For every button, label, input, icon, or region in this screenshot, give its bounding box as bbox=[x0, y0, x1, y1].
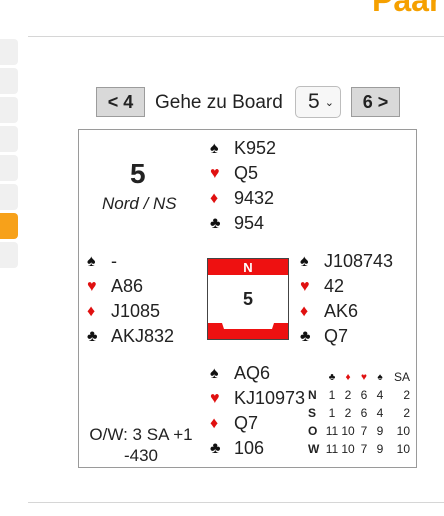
seat-label: N bbox=[308, 388, 317, 402]
diamond-icon: ♦ bbox=[210, 190, 219, 207]
east-clubs: Q7 bbox=[324, 326, 349, 346]
contract-line: O/W: 3 SA +1 bbox=[89, 425, 193, 444]
tricks-cell: 2 bbox=[403, 406, 410, 420]
club-icon: ♣ bbox=[328, 371, 336, 383]
south-hearts: KJ10973 bbox=[234, 388, 306, 408]
north-spades: K952 bbox=[234, 138, 277, 158]
east-diamonds: AK6 bbox=[324, 301, 359, 321]
tricks-row: O 11 10 7 9 10 bbox=[308, 422, 410, 440]
club-icon: ♣ bbox=[300, 328, 311, 345]
north-hearts: Q5 bbox=[234, 163, 259, 183]
south-clubs: 106 bbox=[234, 438, 265, 458]
tricks-cell: 9 bbox=[376, 442, 384, 456]
spade-icon: ♠ bbox=[210, 365, 219, 382]
seat-label: O bbox=[308, 424, 318, 438]
club-icon: ♣ bbox=[210, 440, 221, 457]
hand-east: ♠ J108743 ♥ 42 ♦ AK6 ♣ Q7 bbox=[300, 249, 393, 349]
side-tab[interactable] bbox=[0, 39, 18, 65]
tricks-cell: 1 bbox=[328, 406, 336, 420]
seat-label: W bbox=[308, 442, 320, 456]
prev-board-button[interactable]: < 4 bbox=[96, 87, 145, 117]
tricks-cell: 9 bbox=[376, 424, 384, 438]
tricks-header-row: ♣ ♦ ♥ ♠ SA bbox=[308, 368, 410, 386]
hand-north: ♠ K952 ♥ Q5 ♦ 9432 ♣ 954 bbox=[210, 136, 276, 236]
spade-icon: ♠ bbox=[300, 253, 309, 270]
tricks-cell: 7 bbox=[360, 424, 368, 438]
notrump-header: SA bbox=[393, 370, 410, 384]
tricks-cell: 10 bbox=[396, 442, 410, 456]
contract-result: O/W: 3 SA +1 -430 bbox=[87, 424, 195, 466]
tricks-cell: 10 bbox=[341, 424, 355, 438]
spade-icon: ♠ bbox=[210, 140, 219, 157]
tricks-cell: 10 bbox=[341, 442, 355, 456]
west-clubs: AKJ832 bbox=[111, 326, 175, 346]
compass-box: N 5 bbox=[207, 258, 289, 340]
south-spades: AQ6 bbox=[234, 363, 271, 383]
board-select[interactable]: 5 ⌄ bbox=[295, 86, 341, 118]
east-spades: J108743 bbox=[324, 251, 394, 271]
tricks-cell: 6 bbox=[360, 406, 368, 420]
south-vulnerable-bar bbox=[208, 323, 288, 339]
dealer-vulnerability: Nord / NS bbox=[102, 194, 177, 213]
north-vulnerable-bar bbox=[208, 259, 288, 275]
diamond-icon: ♦ bbox=[300, 303, 309, 320]
seat-label: S bbox=[308, 406, 317, 420]
tricks-cell: 1 bbox=[328, 388, 336, 402]
side-tab[interactable] bbox=[0, 97, 18, 123]
diamond-icon: ♦ bbox=[87, 303, 96, 320]
side-tab-active[interactable] bbox=[0, 213, 18, 239]
tricks-cell: 4 bbox=[376, 406, 384, 420]
west-spades: - bbox=[111, 251, 117, 271]
north-clubs: 954 bbox=[234, 213, 265, 233]
tricks-cell: 6 bbox=[360, 388, 368, 402]
heart-icon: ♥ bbox=[300, 278, 310, 295]
tricks-cell: 11 bbox=[325, 442, 339, 456]
divider bbox=[28, 502, 444, 503]
board-number: 5 bbox=[130, 158, 146, 189]
board-select-value: 5 bbox=[308, 90, 320, 113]
west-hearts: A86 bbox=[111, 276, 144, 296]
next-board-button[interactable]: 6 > bbox=[351, 87, 400, 117]
club-icon: ♣ bbox=[87, 328, 98, 345]
hand-west: ♠- ♥ A86 ♦ J1085 ♣ AKJ832 bbox=[87, 249, 174, 349]
heart-icon: ♥ bbox=[87, 278, 97, 295]
tricks-cell: 2 bbox=[344, 406, 352, 420]
diamond-icon: ♦ bbox=[210, 415, 219, 432]
double-dummy-table: ♣ ♦ ♥ ♠ SA N 1 2 6 4 2 S 1 2 6 4 2 O 11 … bbox=[308, 368, 410, 458]
hand-south: ♠ AQ6 ♥ KJ10973 ♦ Q7 ♣ 106 bbox=[210, 361, 305, 461]
goto-board-label: Gehe zu Board bbox=[155, 92, 283, 113]
side-tab[interactable] bbox=[0, 242, 18, 268]
tricks-row: S 1 2 6 4 2 bbox=[308, 404, 410, 422]
page-title: Paar bbox=[372, 0, 442, 18]
compass-north-label: N bbox=[243, 260, 253, 275]
side-tab[interactable] bbox=[0, 184, 18, 210]
side-tab[interactable] bbox=[0, 155, 18, 181]
tricks-cell: 11 bbox=[325, 424, 339, 438]
tricks-row: W 11 10 7 9 10 bbox=[308, 440, 410, 458]
side-tab[interactable] bbox=[0, 68, 18, 94]
score: -430 bbox=[123, 446, 159, 465]
spade-icon: ♠ bbox=[87, 253, 96, 270]
east-hearts: 42 bbox=[324, 276, 345, 296]
spade-icon: ♠ bbox=[377, 371, 383, 383]
tricks-cell: 7 bbox=[360, 442, 368, 456]
tricks-cell: 2 bbox=[344, 388, 352, 402]
tricks-cell: 4 bbox=[376, 388, 384, 402]
west-diamonds: J1085 bbox=[111, 301, 161, 321]
heart-icon: ♥ bbox=[361, 371, 367, 383]
tricks-cell: 2 bbox=[403, 388, 410, 402]
divider bbox=[28, 36, 444, 37]
side-tab[interactable] bbox=[0, 126, 18, 152]
heart-icon: ♥ bbox=[210, 165, 220, 182]
club-icon: ♣ bbox=[210, 215, 221, 232]
tricks-row: N 1 2 6 4 2 bbox=[308, 386, 410, 404]
compass-board-number: 5 bbox=[242, 289, 253, 309]
south-diamonds: Q7 bbox=[234, 413, 259, 433]
diamond-icon: ♦ bbox=[345, 371, 351, 383]
chevron-down-icon: ⌄ bbox=[324, 97, 334, 109]
heart-icon: ♥ bbox=[210, 390, 220, 407]
tricks-cell: 10 bbox=[396, 424, 410, 438]
north-diamonds: 9432 bbox=[234, 188, 275, 208]
